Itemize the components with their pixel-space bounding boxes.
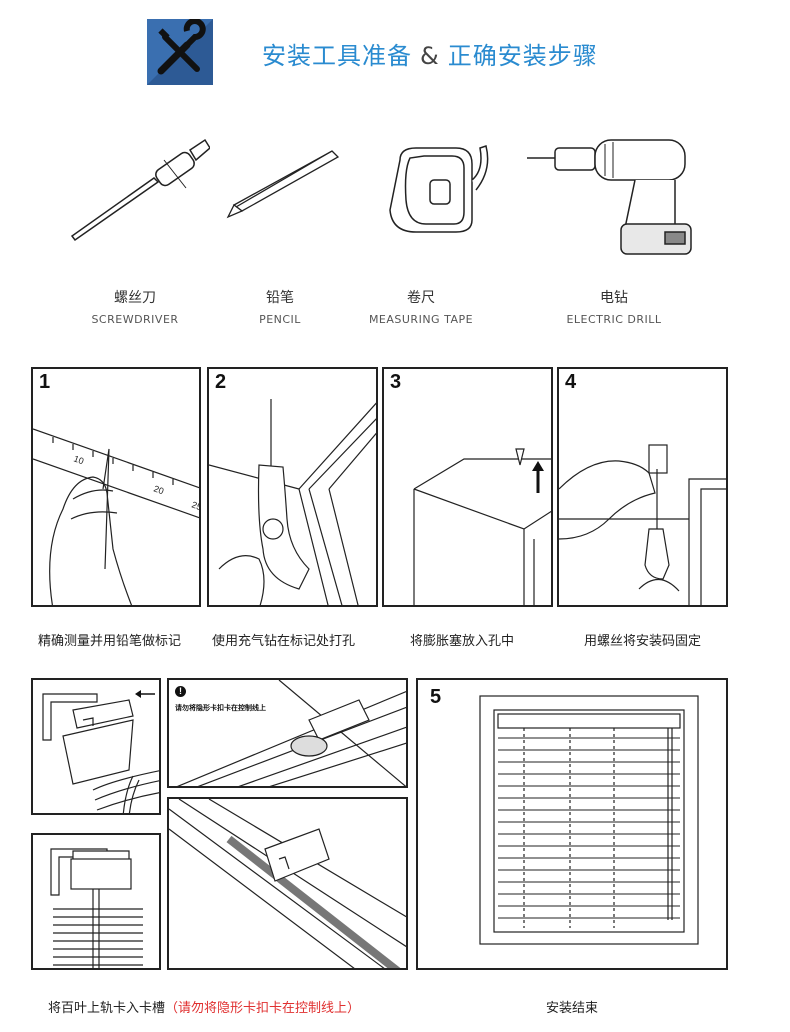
rail-caption-main: 将百叶上轨卡入卡槽 xyxy=(48,1001,166,1016)
tool-label-cn: 电钻 xyxy=(600,290,628,306)
arrow-up-icon xyxy=(532,461,544,493)
tool-label-en: PENCIL xyxy=(259,313,301,326)
step-caption: 用螺丝将安装码固定 xyxy=(584,634,702,649)
rail-closeup-bottom xyxy=(167,797,408,970)
ruler-label: 20 xyxy=(152,483,165,496)
measuring-tape-icon xyxy=(389,145,489,233)
tool-label-en: MEASURING TAPE xyxy=(368,313,474,326)
tool-label-en: SCREWDRIVER xyxy=(91,313,179,326)
step-panel-1: 1 10 20 25 xyxy=(31,367,201,607)
step-number: 1 xyxy=(39,371,51,393)
tool-label-cn: 铅笔 xyxy=(266,290,294,306)
screwdriver-icon xyxy=(70,138,210,242)
arrow-left-icon xyxy=(135,690,155,698)
rail-detail-bottom xyxy=(31,833,161,970)
title-amp: & xyxy=(420,42,440,70)
step4-illustration xyxy=(559,444,726,605)
rail-caption-warning: （请勿将隐形卡扣卡在控制线上） xyxy=(165,1001,361,1016)
rail-mount-illustration xyxy=(169,799,406,968)
step-panel-3: 3 xyxy=(382,367,553,607)
tool-label-en: ELECTRIC DRILL xyxy=(566,313,662,326)
step-number: 2 xyxy=(215,371,227,393)
tool-pencil xyxy=(220,145,340,225)
rail-caption: 将百叶上轨卡入卡槽（请勿将隐形卡扣卡在控制线上） xyxy=(48,997,360,1016)
tool-electric-drill xyxy=(525,128,715,256)
title-part2: 正确安装步骤 xyxy=(447,42,598,70)
electric-drill-icon xyxy=(527,139,692,255)
step1-illustration: 10 20 25 xyxy=(33,428,201,605)
warning-icon: ! xyxy=(175,686,186,697)
step-panel-2: 2 xyxy=(207,367,378,607)
finished-blinds-illustration xyxy=(479,695,699,945)
step-panel-5: 5 xyxy=(416,678,728,970)
page-title: 安装工具准备&正确安装步骤 xyxy=(262,36,598,71)
ruler-label: 25 xyxy=(190,499,201,512)
title-part1: 安装工具准备 xyxy=(262,42,412,70)
warning-note: 请勿将隐形卡扣卡在控制线上 xyxy=(175,704,266,712)
ruler-label: 10 xyxy=(72,453,85,466)
rail-closeup-illustration xyxy=(177,680,406,786)
rail-detail-top xyxy=(31,678,161,815)
step-number: 5 xyxy=(430,686,442,708)
tool-label-cn: 螺丝刀 xyxy=(114,290,156,306)
step-panel-4: 4 xyxy=(557,367,728,607)
step3-illustration xyxy=(413,448,551,605)
step-number: 4 xyxy=(565,371,577,393)
step2-illustration xyxy=(209,399,376,605)
header-icon-box xyxy=(147,19,213,85)
rail-closeup-top: ! 请勿将隐形卡扣卡在控制线上 xyxy=(167,678,408,788)
tool-screwdriver xyxy=(60,130,210,250)
step-number: 3 xyxy=(390,371,402,393)
step-caption: 使用充气钻在标记处打孔 xyxy=(212,634,356,649)
tool-measuring-tape xyxy=(380,140,490,240)
tools-icon xyxy=(147,19,213,85)
step-caption: 将膨胀塞放入孔中 xyxy=(410,634,515,649)
rail-clip-installed-illustration xyxy=(50,848,143,968)
step-caption: 精确测量并用铅笔做标记 xyxy=(38,634,182,649)
rail-clip-illustration xyxy=(42,690,159,813)
tool-label-cn: 卷尺 xyxy=(407,290,435,306)
finish-caption: 安装结束 xyxy=(546,1001,599,1016)
pencil-icon xyxy=(226,150,340,219)
